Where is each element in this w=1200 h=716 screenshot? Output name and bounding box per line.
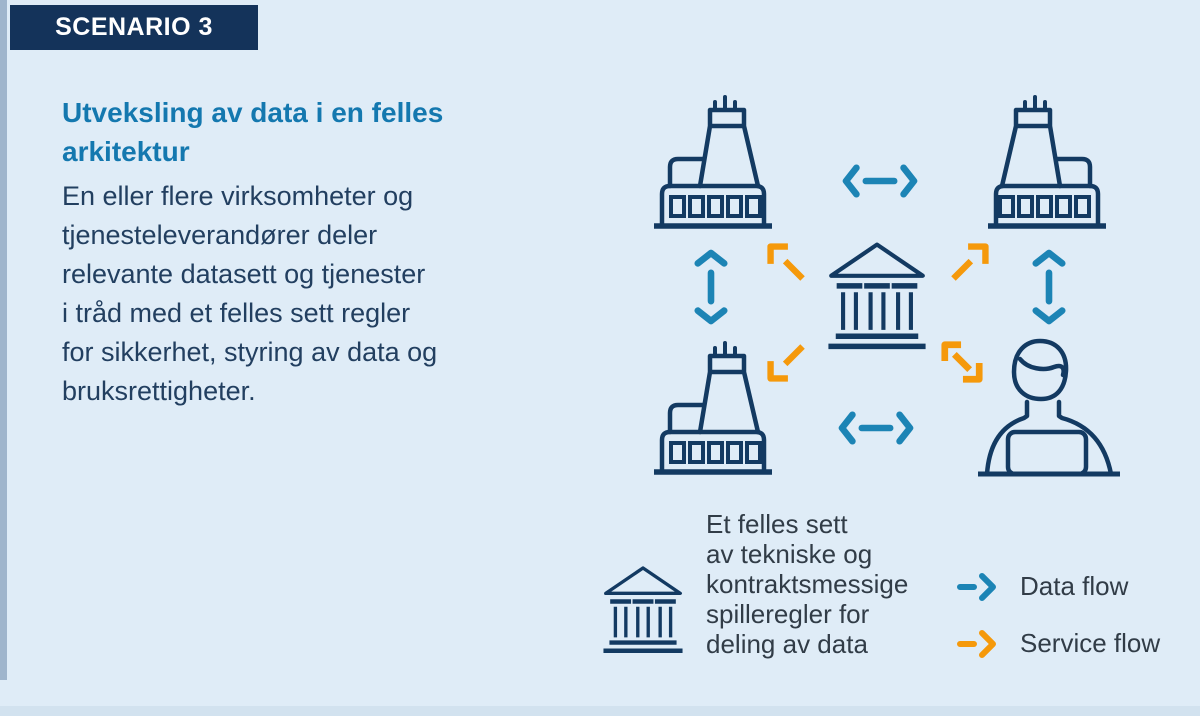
body-line: bruksrettigheter. <box>62 376 256 406</box>
note-line: deling av data <box>706 629 868 659</box>
body-line: for sikkerhet, styring av data og <box>62 337 438 367</box>
note-line: av tekniske og <box>706 539 873 569</box>
page-title: Utveksling av data i en felles arkitektu… <box>62 93 582 171</box>
service-flow-arrow-top-left-icon <box>766 242 808 284</box>
scenario-badge: SCENARIO 3 <box>10 5 258 50</box>
data-flow-arrow-top-icon <box>842 164 918 198</box>
note-line: kontraktsmessige <box>706 569 909 599</box>
data-flow-label: Data flow <box>1020 571 1129 601</box>
bottom-edge-band <box>0 706 1200 716</box>
service-flow-arrow-top-right-icon <box>948 242 990 284</box>
scenario-badge-label: SCENARIO 3 <box>55 13 213 41</box>
data-flow-legend-arrow-icon <box>956 572 998 602</box>
factory-icon <box>648 340 778 480</box>
person-laptop-icon <box>974 336 1124 481</box>
factory-icon <box>982 94 1112 234</box>
bank-icon <box>822 237 932 353</box>
service-flow-arrow-bottom-right-icon <box>940 340 984 384</box>
factory-icon <box>648 94 778 234</box>
service-flow-label: Service flow <box>1020 628 1161 658</box>
intro-body: En eller flere virksomheter og tjenestel… <box>62 177 582 411</box>
hub-legend-note: Et felles sett av tekniske og kontraktsm… <box>706 509 966 659</box>
note-line: spilleregler for <box>706 599 870 629</box>
data-flow-arrow-right-icon <box>1032 245 1066 329</box>
body-line: En eller flere virksomheter og <box>62 181 414 211</box>
service-flow-arrow-bottom-left-icon <box>766 341 808 383</box>
title-line: Utveksling av data i en felles <box>62 97 444 128</box>
service-flow-legend-arrow-icon <box>956 629 998 659</box>
body-line: i tråd med et felles sett regler <box>62 298 411 328</box>
body-line: tjenesteleverandører deler <box>62 220 378 250</box>
body-line: relevante datasett og tjenester <box>62 259 426 289</box>
left-edge-stripe <box>0 0 7 680</box>
data-flow-arrow-bottom-icon <box>838 411 914 445</box>
data-flow-arrow-left-icon <box>694 245 728 329</box>
title-line: arkitektur <box>62 136 190 167</box>
note-line: Et felles sett <box>706 509 848 539</box>
legend-data-flow: Data flow <box>956 571 1128 602</box>
bank-icon <box>598 562 688 656</box>
legend-service-flow: Service flow <box>956 628 1160 659</box>
